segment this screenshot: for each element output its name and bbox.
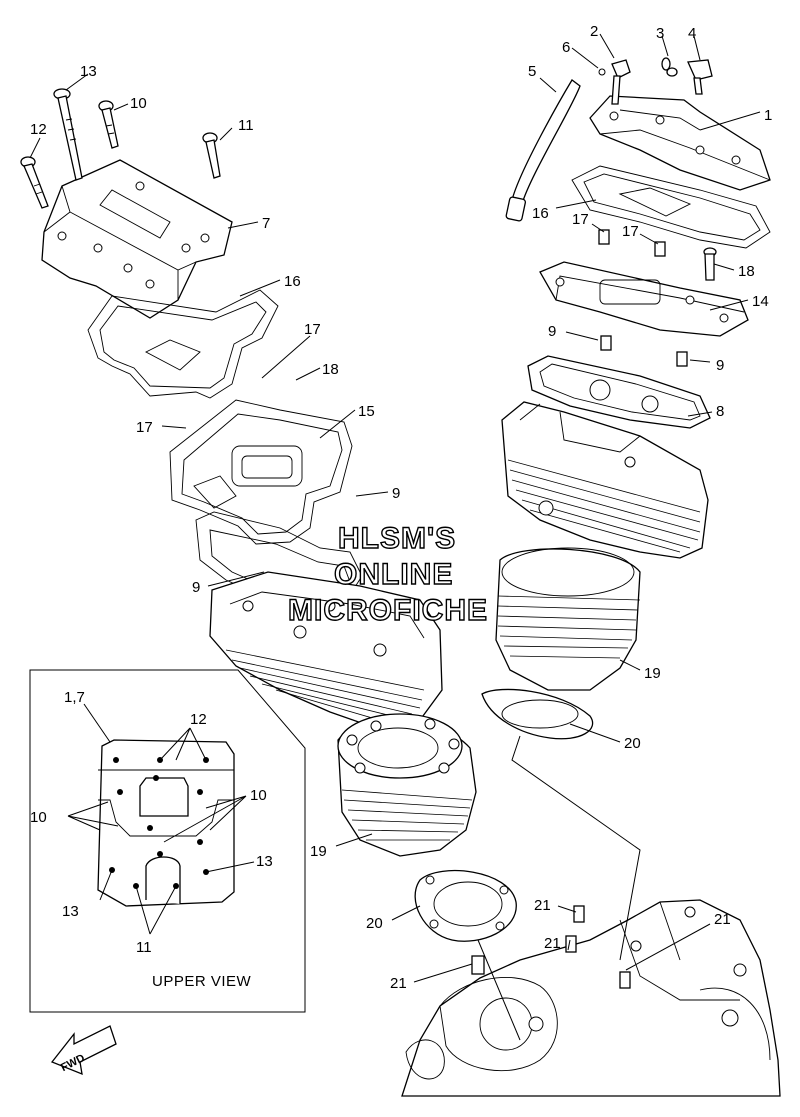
dowel-21-c [565,935,577,953]
rocker-base-14 [539,261,749,337]
callout-19-b: 19 [310,843,327,860]
base-gasket-20-rear [481,688,594,740]
callout-19-a: 19 [644,665,661,682]
callout-3: 3 [656,25,664,42]
watermark-line-2: ONLINE [334,558,453,591]
callout-17-a: 17 [572,211,589,228]
callout-5: 5 [528,63,536,80]
callout-14: 14 [752,293,769,310]
callout-20-a: 20 [624,735,641,752]
fitting-2 [611,59,631,105]
head-cover-rear [589,95,771,191]
callout-21-d: 21 [390,975,407,992]
callout-18-b: 18 [322,361,339,378]
dowel-21-d [619,971,631,989]
watermark-line-3: MICROFICHE [288,594,488,627]
callout-9-b: 9 [716,357,724,374]
clamp-3 [661,57,678,77]
crankcase [401,899,781,1097]
callout-16-b: 16 [532,205,549,222]
gasket-16-front [87,289,279,399]
callout-12: 12 [30,121,47,138]
callout-16-a: 16 [284,273,301,290]
callout-17-b: 17 [622,223,639,240]
bolt-12 [20,156,49,209]
inset-callout-13-left: 13 [62,903,79,920]
dowel-9-rear-b [676,351,688,367]
callout-17-d: 17 [136,419,153,436]
callout-21-b: 21 [714,911,731,928]
inset-callout-10-right: 10 [250,787,267,804]
base-gasket-20-front [414,869,517,942]
callout-11: 11 [238,117,254,134]
callout-6: 6 [562,39,570,56]
inset-callout-10-left: 10 [30,809,47,826]
callout-8: 8 [716,403,724,420]
callout-numbers: 1 2 3 4 5 6 7 8 9 9 9 9 10 11 12 13 14 1… [30,23,772,992]
inset-leader-lines [67,703,255,935]
callout-4: 4 [688,25,696,42]
callout-21-c: 21 [544,935,561,952]
callout-17-c: 17 [304,321,321,338]
callout-9-d: 9 [192,579,200,596]
inset-callout-numbers: 1,7 12 10 10 13 13 11 UPPER VIEW [30,689,273,990]
callout-10: 10 [130,95,147,112]
watermark: HLSM'S ONLINE MICROFICHE [287,521,488,627]
dowel-9-rear-a [600,335,612,351]
inset-callout-12: 12 [190,711,207,728]
upper-view-inset [29,669,306,1013]
dowel-21-b [573,905,585,923]
inset-callout-1-7: 1,7 [64,689,85,706]
gasket-16-rear [571,165,771,249]
dowel-17-rear-b [654,241,666,257]
callout-20-b: 20 [366,915,383,932]
hose-5 [505,79,581,222]
inset-caption: UPPER VIEW [152,973,252,990]
cylinder-head-rear [501,401,709,559]
callout-7: 7 [262,215,270,232]
callout-13: 13 [80,63,97,80]
callout-18-a: 18 [738,263,755,280]
callout-1: 1 [764,107,772,124]
callout-21-a: 21 [534,897,551,914]
callout-15: 15 [358,403,375,420]
dowel-17-rear-a [598,229,610,245]
bolt-11 [202,132,221,179]
cylinder-19-front [337,713,477,857]
cylinder-head-front [209,571,443,727]
inset-callout-13-right: 13 [256,853,273,870]
callout-9-a: 9 [548,323,556,340]
watermark-line-1: HLSM'S [338,522,456,555]
bolt-10 [98,100,119,149]
bolt-18-rear [703,247,717,281]
head-gasket-8 [527,355,711,429]
fitting-4 [687,59,713,95]
callout-9-c: 9 [392,485,400,502]
washer-6 [598,68,606,76]
leader-lines [29,33,761,1041]
inset-callout-11: 11 [136,939,152,956]
fwd-arrow [50,1025,117,1076]
bolt-13 [53,88,83,181]
head-cover-front [41,159,233,319]
callout-2: 2 [590,23,598,40]
cylinder-19-rear [495,547,641,691]
dowel-21-a [471,955,485,975]
rocker-housing-15 [169,399,353,545]
